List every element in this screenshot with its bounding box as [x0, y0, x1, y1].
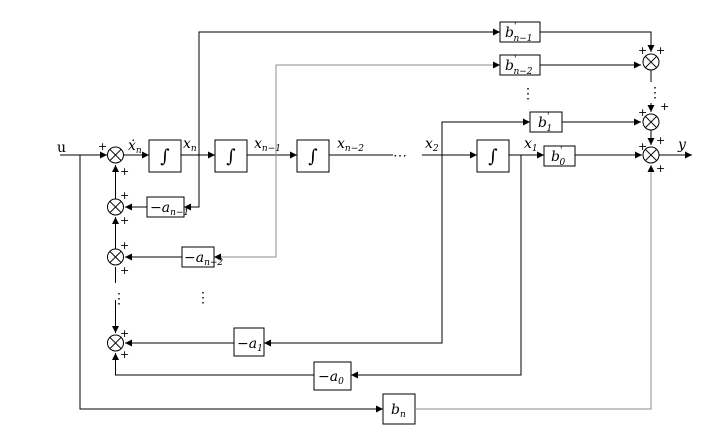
gain-a-n-1-label: −an−1 — [150, 200, 189, 218]
horizontal-ellipsis: ⋯ — [393, 148, 407, 164]
integrator-block-n-2: ∫ — [296, 139, 330, 173]
integrator-symbol: ∫ — [226, 146, 236, 167]
integrator-block-n-1: ∫ — [214, 139, 248, 173]
vertical-ellipses: ⋮ ⋮ ⋮ ⋮ — [112, 85, 662, 307]
feedback-sum-junction-2 — [107, 248, 124, 266]
signal-labels: u y ẋn xn xn−1 xn−2 x2 x1 — [57, 136, 687, 156]
plus-sign: + — [638, 44, 647, 57]
gain-a-0-label: −a0 — [318, 369, 344, 387]
gain-b-n-2-label: b'n−2 — [505, 55, 533, 77]
feedback-branch-a-n-2 — [112, 155, 277, 268]
integrator-block-n: ∫ — [148, 139, 182, 173]
vertical-ellipsis-right: ⋮ — [648, 85, 662, 101]
plus-sign: + — [638, 140, 647, 153]
feedthrough-branch — [79, 155, 655, 425]
input-sum-junction — [107, 146, 124, 164]
plus-sign: + — [120, 189, 129, 202]
plus-sign: + — [638, 106, 647, 119]
state-x-n-2-label: xn−2 — [337, 136, 364, 154]
plus-sign: + — [120, 348, 129, 361]
plus-sign: + — [98, 140, 107, 153]
output-gain-block-0 — [543, 145, 576, 167]
state-xdot-n-label: ẋn — [128, 138, 142, 156]
feedback-branch-a-1 — [112, 155, 443, 357]
state-x-1-label: x1 — [524, 136, 538, 154]
integrator-symbol: ∫ — [308, 146, 318, 167]
output-sum-junction-top — [642, 53, 660, 71]
input-label: u — [57, 140, 66, 156]
gain-a-1-label: −a1 — [237, 336, 263, 354]
plus-sign: + — [656, 162, 665, 175]
summing-junctions — [107, 53, 660, 352]
gain-a-n-2-label: −an−2 — [184, 250, 223, 268]
feedback-branch-a-0 — [112, 155, 522, 391]
plus-sign: + — [120, 327, 129, 340]
integrator-block-1: ∫ — [476, 139, 510, 173]
plus-sign: + — [656, 44, 665, 57]
output-label: y — [677, 137, 687, 153]
plus-sign: + — [656, 134, 665, 147]
state-x-2-label: x2 — [425, 136, 439, 154]
feedback-sum-junction-3 — [107, 334, 124, 352]
gain-b-n-label: bn — [391, 402, 406, 420]
vertical-ellipsis-feedback: ⋮ — [196, 290, 210, 306]
output-gain-branch-1 — [441, 111, 655, 155]
state-x-n-1-label: xn−1 — [254, 136, 281, 154]
gain-b-1-label: b'1 — [538, 112, 552, 134]
output-gain-branch-n-1 — [198, 21, 655, 155]
plus-sign: + — [660, 100, 669, 113]
gain-b-0-label: b'0 — [551, 146, 565, 168]
feedback-branch-a-n-1 — [112, 155, 200, 218]
sign-markers: + + + + + + + + + + + + + + + — [98, 44, 669, 361]
plus-sign: + — [120, 165, 129, 178]
state-x-n-label: xn — [183, 136, 197, 154]
vertical-ellipsis-outputs: ⋮ — [521, 86, 535, 102]
output-sum-junction-final — [642, 146, 660, 164]
vertical-ellipsis-left: ⋮ — [112, 291, 126, 307]
gain-labels: b'n−1 b'n−2 b'1 b'0 −an−1 −an−2 −a1 −a0 … — [150, 22, 565, 420]
gain-b-n-1-label: b'n−1 — [505, 22, 533, 44]
plus-sign: + — [120, 214, 129, 227]
integrator-symbol: ∫ — [160, 146, 170, 167]
plus-sign: + — [120, 264, 129, 277]
output-gain-branch-n-2 — [275, 54, 655, 155]
plus-sign: + — [120, 239, 129, 252]
integrator-symbol: ∫ — [488, 146, 498, 167]
